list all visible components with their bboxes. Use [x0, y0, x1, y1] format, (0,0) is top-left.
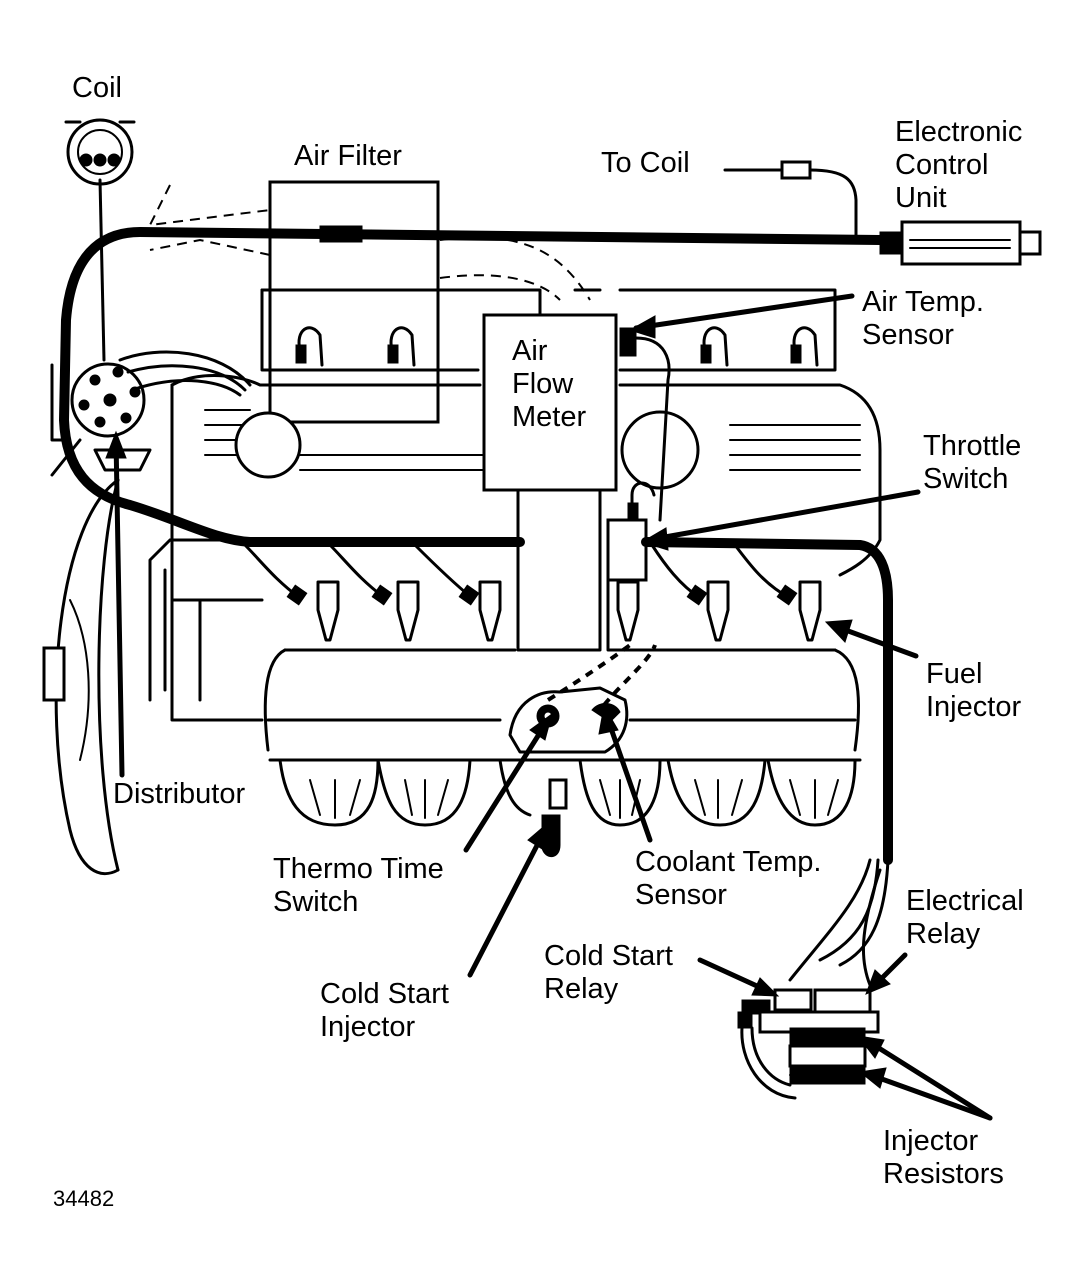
label-air-flow-meter-line-1: Air: [512, 335, 548, 367]
label-air-filter: Air Filter: [294, 140, 402, 172]
label-electrical-relay: Electrical Relay: [906, 885, 1024, 951]
label-injector-resistors-line-2: Resistors: [883, 1158, 1004, 1190]
figure-number: 34482: [53, 1186, 115, 1211]
label-air-flow-meter-line-3: Meter: [512, 401, 587, 433]
distributor-icon: [50, 350, 252, 477]
label-thermo-time-switch: Thermo Time Switch: [273, 853, 444, 919]
label-throttle-switch-line-1: Throttle: [923, 430, 1022, 462]
throttle-switch-icon: [606, 481, 656, 652]
label-throttle-switch: Throttle Switch: [923, 430, 1021, 496]
label-coolant-temp-sensor-line-2: Sensor: [635, 879, 727, 911]
label-cold-start-relay-line-2: Relay: [544, 973, 619, 1005]
label-thermo-time-switch-line-2: Switch: [273, 886, 359, 918]
label-throttle-switch-line-2: Switch: [923, 463, 1009, 495]
fuel-injector-icon: [243, 543, 822, 642]
label-air-temp-sensor-line-2: Sensor: [862, 319, 954, 351]
label-coil: Coil: [72, 72, 122, 104]
coil-icon: [64, 118, 136, 362]
label-fuel-injector-line-1: Fuel: [926, 658, 983, 690]
label-cold-start-injector: Cold Start Injector: [320, 978, 449, 1044]
label-injector-resistors: Injector Resistors: [883, 1125, 1004, 1191]
spark-plug-wires: [295, 326, 819, 367]
wire-harness: [59, 225, 893, 865]
label-fuel-injector: Fuel Injector: [926, 658, 1021, 724]
label-ecu-line-1: Electronic: [895, 116, 1023, 148]
ecu-icon: [879, 220, 1042, 266]
fan-icon: [42, 478, 120, 876]
label-cold-start-relay: Cold Start Relay: [544, 940, 673, 1006]
relay-icon: [737, 858, 890, 1100]
thermo-housing: [508, 643, 657, 858]
label-distributor: Distributor: [113, 778, 246, 810]
label-air-temp-sensor: Air Temp. Sensor: [862, 286, 984, 352]
intake-manifold: [263, 648, 862, 827]
label-cold-start-relay-line-1: Cold Start: [544, 940, 673, 972]
label-air-flow-meter-line-2: Flow: [512, 368, 574, 400]
air-filter: [268, 180, 440, 424]
label-cold-start-injector-line-1: Cold Start: [320, 978, 449, 1010]
leader-arrows: [105, 293, 993, 1121]
label-coolant-temp-sensor: Coolant Temp. Sensor: [635, 846, 821, 912]
label-electrical-relay-line-2: Relay: [906, 918, 981, 950]
label-air-flow-meter: Air Flow Meter: [512, 335, 586, 434]
label-fuel-injector-line-2: Injector: [926, 691, 1022, 723]
air-flow-meter: [482, 313, 618, 652]
label-thermo-time-switch-line-1: Thermo Time: [273, 853, 444, 885]
label-ecu-line-2: Control: [895, 149, 989, 181]
label-ecu-line-3: Unit: [895, 182, 947, 214]
label-air-temp-sensor-line-1: Air Temp.: [862, 286, 984, 318]
label-injector-resistors-line-1: Injector: [883, 1125, 979, 1157]
label-to-coil: To Coil: [601, 147, 690, 179]
label-ecu: Electronic Control Unit: [895, 116, 1022, 215]
label-cold-start-injector-line-2: Injector: [320, 1011, 416, 1043]
label-electrical-relay-line-1: Electrical: [906, 885, 1024, 917]
label-coolant-temp-sensor-line-1: Coolant Temp.: [635, 846, 822, 878]
